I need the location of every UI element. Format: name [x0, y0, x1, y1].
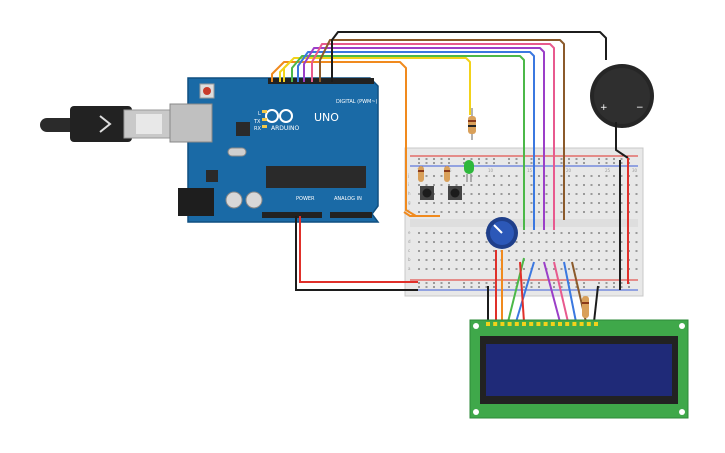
power-header-label: POWER [296, 196, 315, 202]
digital-header-label: DIGITAL (PWM~) [336, 99, 378, 105]
resistor-mid [444, 166, 450, 182]
digital-wires [271, 31, 607, 230]
reset-button [203, 87, 211, 95]
svg-text:5: 5 [449, 168, 452, 173]
wire-blue [297, 51, 535, 230]
svg-text:30: 30 [632, 168, 638, 173]
svg-text:h: h [408, 191, 411, 196]
green-led [464, 160, 474, 182]
wire-buzzer [331, 31, 607, 82]
capacitor [245, 191, 263, 209]
atmega-chip [266, 166, 366, 188]
row-letters-bottom: e d c b a [408, 230, 411, 271]
svg-text:e: e [408, 230, 411, 235]
wire-brown [319, 39, 565, 220]
wire-5v [299, 216, 418, 283]
arduino-logo-text: ARDUINO [271, 125, 300, 132]
analog-header [330, 212, 372, 218]
resistor-lcd [582, 296, 589, 318]
svg-text:10: 10 [488, 168, 494, 173]
power-header [262, 212, 322, 218]
usb-chip [236, 122, 250, 136]
model-label: UNO [314, 111, 339, 124]
wire-pink [311, 43, 555, 230]
svg-text:15: 15 [527, 168, 533, 173]
wire-purple [303, 47, 545, 230]
resistor-top [468, 108, 476, 140]
svg-text:20: 20 [566, 168, 572, 173]
svg-text:b: b [408, 257, 411, 262]
usb-cable [40, 106, 175, 142]
arduino-logo [265, 109, 293, 123]
wire-orange [271, 61, 417, 217]
lcd-pins [486, 322, 598, 326]
svg-text:a: a [408, 266, 411, 271]
wire-gnd [295, 216, 418, 291]
dc-jack [178, 188, 214, 216]
buzzer-minus-label: − [636, 103, 644, 113]
led-l-label: L [258, 111, 261, 117]
led-rx-label: RX [254, 126, 261, 132]
arduino-uno-board: ARDUINO UNO L TX RX DIGITAL (PWM~) POWER… [169, 77, 380, 223]
piezo-buzzer: + − [590, 64, 654, 128]
power-wires [295, 122, 629, 291]
potentiometer [486, 217, 518, 249]
resistor-left [418, 166, 424, 182]
led-tx-label: TX [253, 119, 261, 125]
buzzer-plus-label: + [600, 103, 608, 113]
lcd-16x2 [469, 319, 689, 419]
pushbutton-2 [448, 186, 462, 200]
crystal [227, 147, 247, 157]
pushbutton-1 [420, 186, 434, 200]
svg-text:25: 25 [605, 168, 611, 173]
svg-text:g: g [408, 200, 411, 205]
column-numbers: 1 5 10 15 20 25 30 [417, 168, 638, 173]
svg-text:c: c [408, 248, 410, 253]
wire-green [291, 55, 525, 230]
svg-text:d: d [408, 239, 411, 244]
wire-yellow [283, 57, 471, 115]
lcd-wires [487, 250, 599, 323]
lcd-screen [486, 344, 672, 396]
analog-header-label: ANALOG IN [334, 196, 362, 202]
svg-text:i: i [408, 182, 409, 187]
usb-port [169, 103, 213, 143]
svg-text:j: j [407, 173, 409, 178]
capacitor [225, 191, 243, 209]
